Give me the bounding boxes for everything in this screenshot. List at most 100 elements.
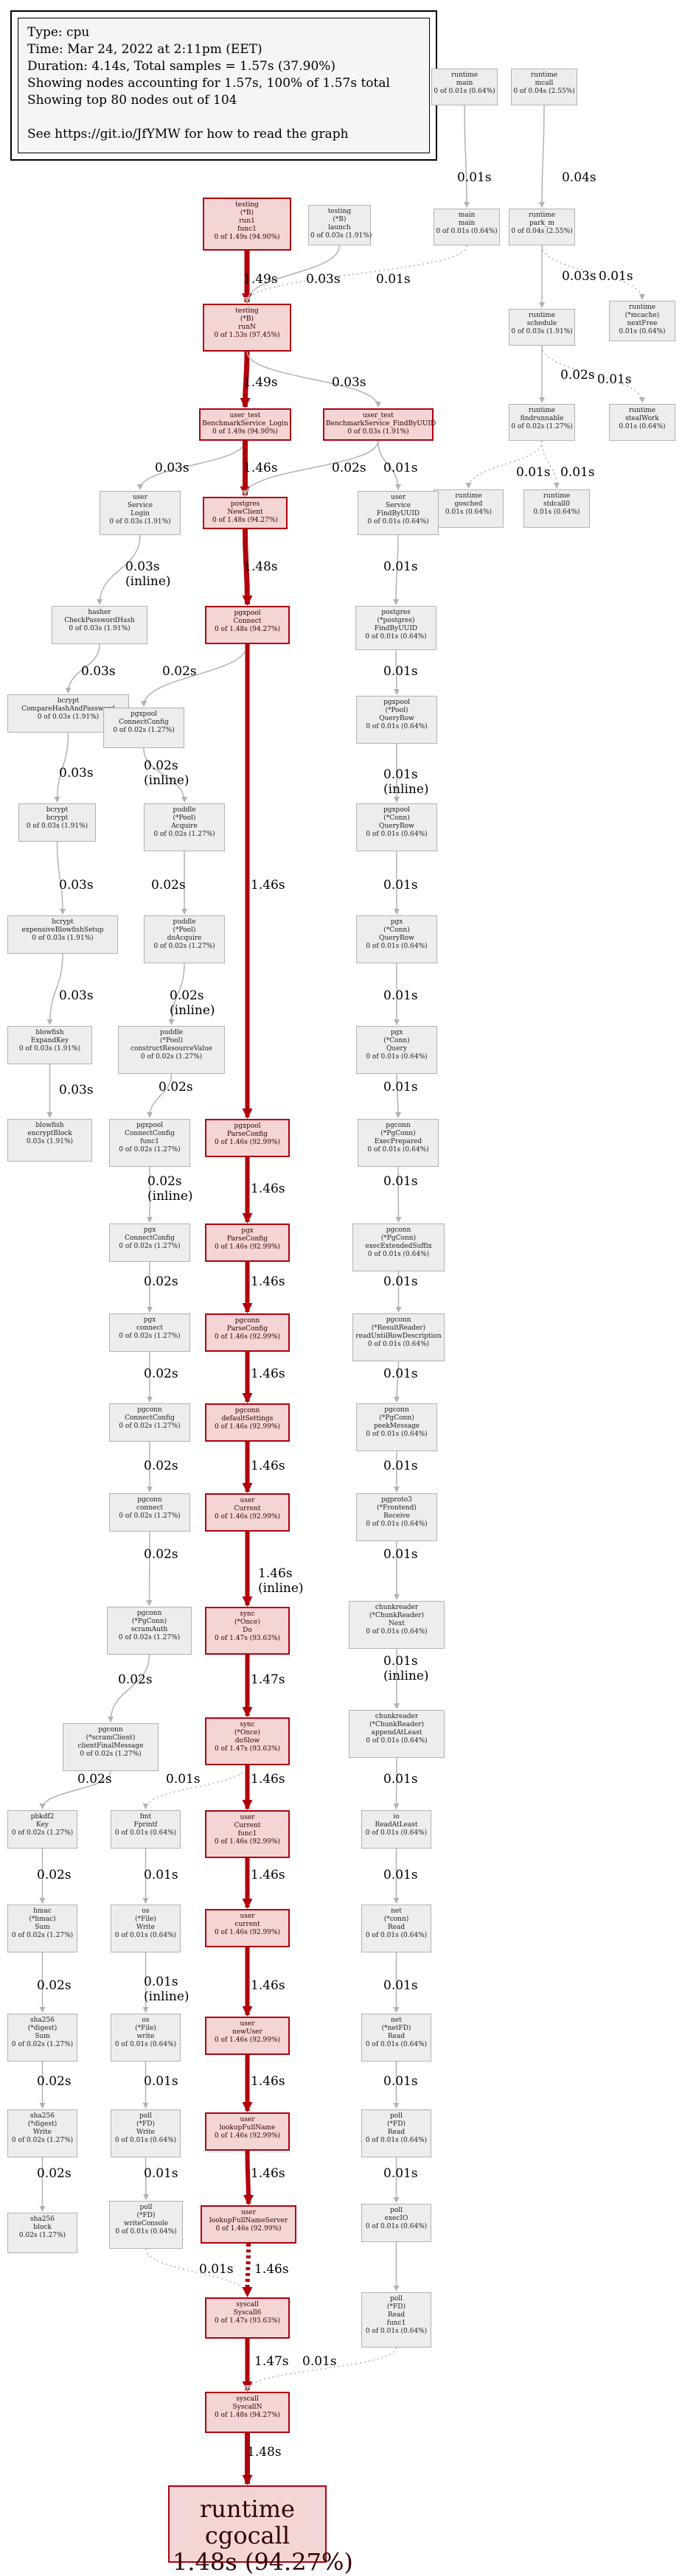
node-label-line: 0 of 1.47s (93.63%) — [214, 1745, 281, 1753]
call-edge-0 — [463, 105, 470, 208]
node-label-line: 0 of 0.03s (1.91%) — [26, 823, 88, 830]
edge-inline-label: (inline) — [170, 1003, 215, 1018]
node-label-line: 0.01s (0.64%) — [533, 509, 580, 516]
node-label-line: fmt — [139, 1813, 152, 1821]
node-label-line: pgconn — [386, 1122, 411, 1129]
node-label-line: Query — [386, 1045, 407, 1053]
edge-weight-label: 0.01s — [383, 559, 418, 574]
edge-weight-label: 0.03s — [332, 375, 366, 390]
edge-weight-label: 0.01s — [597, 372, 632, 387]
node-label-line: ReadAtLeast — [375, 1821, 418, 1829]
node-label-line: (*B) — [240, 209, 254, 217]
node-label-line: clientFinalMessage — [77, 1742, 144, 1750]
graph-node-pgconn-readuntil[interactable]: pgconn(*ResultReader)readUntilRowDescrip… — [352, 1313, 445, 1361]
node-label-line: 0 of 0.01s (0.64%) — [367, 1341, 430, 1348]
node-label-line: 0 of 1.46s (92.99%) — [214, 1838, 281, 1846]
node-label-line: 0 of 0.02s (1.27%) — [140, 1053, 203, 1061]
edge-weight-label: 0.01s — [383, 1868, 418, 1882]
node-label-line: 0 of 0.03s (1.91%) — [32, 935, 94, 942]
call-edge-15 — [465, 440, 543, 489]
node-label-line: Login — [131, 510, 150, 517]
node-label-line: 0 of 1.48s (94.27%) — [212, 517, 279, 524]
